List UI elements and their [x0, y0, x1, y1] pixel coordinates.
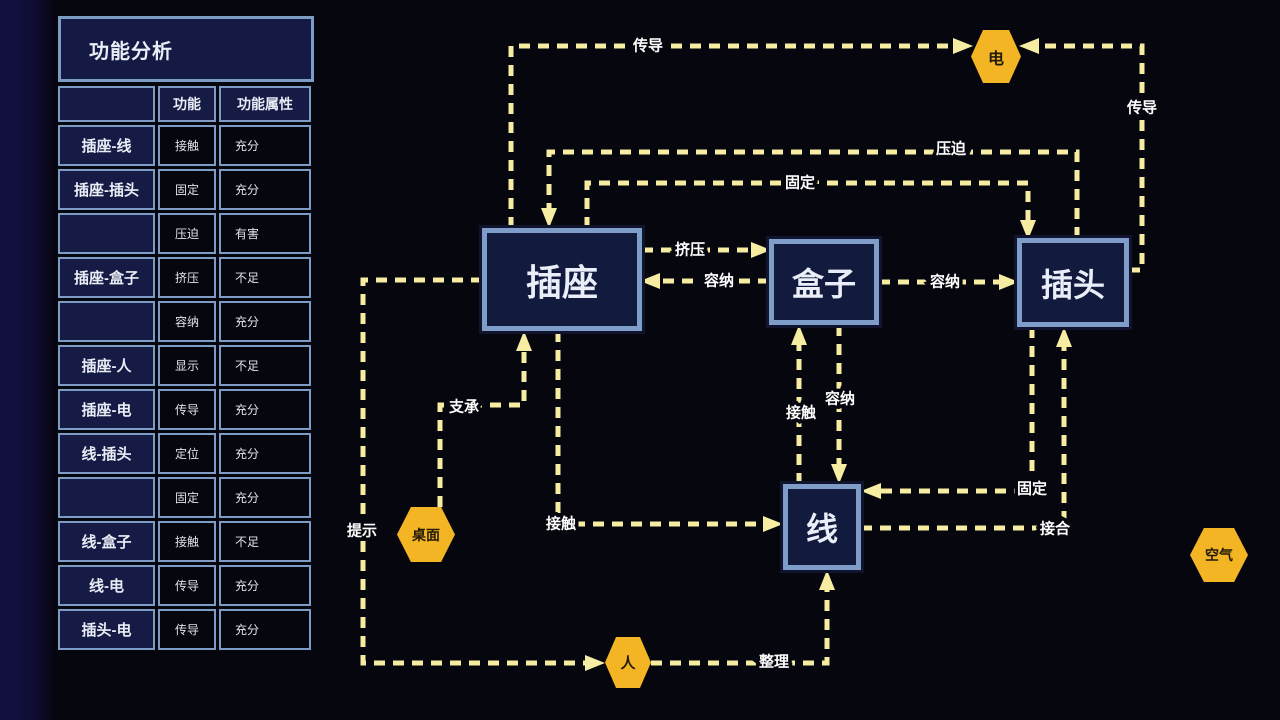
edge-label: 固定 — [1017, 480, 1047, 498]
edge-label: 提示 — [347, 523, 377, 540]
edge-label: 容纳 — [929, 273, 960, 291]
edge-label: 压迫 — [936, 140, 967, 158]
edge-plug-wire-fix — [861, 327, 1035, 499]
header-function: 功能 — [158, 86, 216, 122]
attribute-cell: 充分 — [219, 125, 311, 166]
component-pair-cell: 线-电 — [58, 565, 155, 606]
attribute-cell: 充分 — [219, 477, 311, 518]
table-row: 插座-人 显示 不足 — [58, 345, 311, 386]
attribute-cell: 充分 — [219, 565, 311, 606]
table-row: 插座-插头 固定 充分 — [58, 169, 311, 210]
table-row: 线-电 传导 充分 — [58, 565, 311, 606]
node-plug: 插头 — [1017, 238, 1129, 327]
edge-label: 接触 — [786, 404, 816, 422]
component-pair-cell: 插座-插头 — [58, 169, 155, 210]
edge-plug-socket-press — [541, 149, 1080, 238]
header-pair — [58, 86, 155, 122]
edge-label: 传导 — [1126, 99, 1157, 117]
table-row: 线-盒子 接触 不足 — [58, 521, 311, 562]
function-cell: 显示 — [158, 345, 216, 386]
node-box-label: 盒子 — [791, 266, 856, 302]
node-wire-label: 线 — [805, 511, 838, 547]
edge-wire-plug-join — [861, 327, 1072, 531]
function-cell: 接触 — [158, 125, 216, 166]
component-pair-cell — [58, 213, 155, 254]
attribute-cell: 不足 — [219, 257, 311, 298]
function-cell: 接触 — [158, 521, 216, 562]
attribute-cell: 不足 — [219, 521, 311, 562]
hex-electricity-label: 电 — [987, 50, 1004, 68]
hex-desktop: 桌面 — [397, 507, 455, 562]
attribute-cell: 不足 — [219, 345, 311, 386]
edge-label: 支承 — [448, 398, 479, 416]
component-pair-cell — [58, 477, 155, 518]
component-pair-cell: 插座-电 — [58, 389, 155, 430]
function-cell: 传导 — [158, 565, 216, 606]
header-attribute: 功能属性 — [219, 86, 311, 122]
table-row: 插座-线 接触 充分 — [58, 125, 311, 166]
node-box: 盒子 — [769, 239, 879, 325]
component-pair-cell: 线-插头 — [58, 433, 155, 474]
edge-label: 容纳 — [824, 390, 855, 408]
node-wire: 线 — [783, 484, 861, 570]
function-cell: 固定 — [158, 477, 216, 518]
hex-person-label: 人 — [620, 655, 636, 672]
function-cell: 挤压 — [158, 257, 216, 298]
table-row: 压迫 有害 — [58, 213, 311, 254]
component-pair-cell: 插座-盒子 — [58, 257, 155, 298]
function-cell: 容纳 — [158, 301, 216, 342]
edge-socket-wire-contact — [555, 331, 783, 532]
attribute-cell: 充分 — [219, 389, 311, 430]
hex-person: 人 — [605, 637, 651, 688]
edge-person-wire-tidy — [651, 570, 835, 666]
edge-label: 整理 — [759, 653, 789, 671]
panel-title: 功能分析 — [58, 16, 314, 82]
edge-label: 传导 — [632, 37, 663, 55]
edge-label: 容纳 — [703, 272, 734, 290]
edge-socket-plug-fix — [584, 180, 1036, 240]
edge-label: 接合 — [1040, 520, 1071, 538]
function-cell: 定位 — [158, 433, 216, 474]
edge-label: 挤压 — [675, 241, 705, 259]
edge-label: 固定 — [785, 174, 815, 192]
hex-electricity: 电 — [971, 30, 1021, 83]
function-cell: 传导 — [158, 389, 216, 430]
node-plug-label: 插头 — [1040, 266, 1105, 303]
function-cell: 压迫 — [158, 213, 216, 254]
attribute-cell: 充分 — [219, 433, 311, 474]
component-pair-cell: 线-盒子 — [58, 521, 155, 562]
edge-label: 接触 — [546, 515, 576, 533]
edge-socket-person-prompt — [360, 277, 605, 671]
table-row: 固定 充分 — [58, 477, 311, 518]
hex-desktop-label: 桌面 — [412, 526, 440, 543]
node-socket-label: 插座 — [525, 261, 598, 303]
edge-plug-electricity — [1019, 38, 1145, 273]
left-accent-strip — [0, 0, 56, 720]
attribute-cell: 充分 — [219, 169, 311, 210]
attribute-cell: 充分 — [219, 301, 311, 342]
hex-air: 空气 — [1190, 528, 1248, 582]
header-row: 功能 功能属性 — [58, 86, 311, 122]
edge-desk-socket-support — [437, 331, 532, 507]
attribute-cell: 有害 — [219, 213, 311, 254]
table-row: 插头-电 传导 充分 — [58, 609, 311, 650]
component-pair-cell — [58, 301, 155, 342]
table-row: 插座-盒子 挤压 不足 — [58, 257, 311, 298]
function-cell: 固定 — [158, 169, 216, 210]
function-table: 功能 功能属性 插座-线 接触 充分 插座-插头 固定 充分 — [55, 83, 314, 653]
table-row: 线-插头 定位 充分 — [58, 433, 311, 474]
hex-air-label: 空气 — [1205, 547, 1233, 563]
node-socket: 插座 — [482, 228, 642, 331]
function-cell: 传导 — [158, 609, 216, 650]
function-analysis-panel: 功能分析 功能 功能属性 插座-线 接触 充分 插座-插头 固定 充分 — [58, 16, 316, 653]
component-pair-cell: 插头-电 — [58, 609, 155, 650]
edge-socket-electricity — [508, 38, 973, 228]
component-pair-cell: 插座-人 — [58, 345, 155, 386]
table-row: 插座-电 传导 充分 — [58, 389, 311, 430]
table-row: 容纳 充分 — [58, 301, 311, 342]
attribute-cell: 充分 — [219, 609, 311, 650]
component-pair-cell: 插座-线 — [58, 125, 155, 166]
